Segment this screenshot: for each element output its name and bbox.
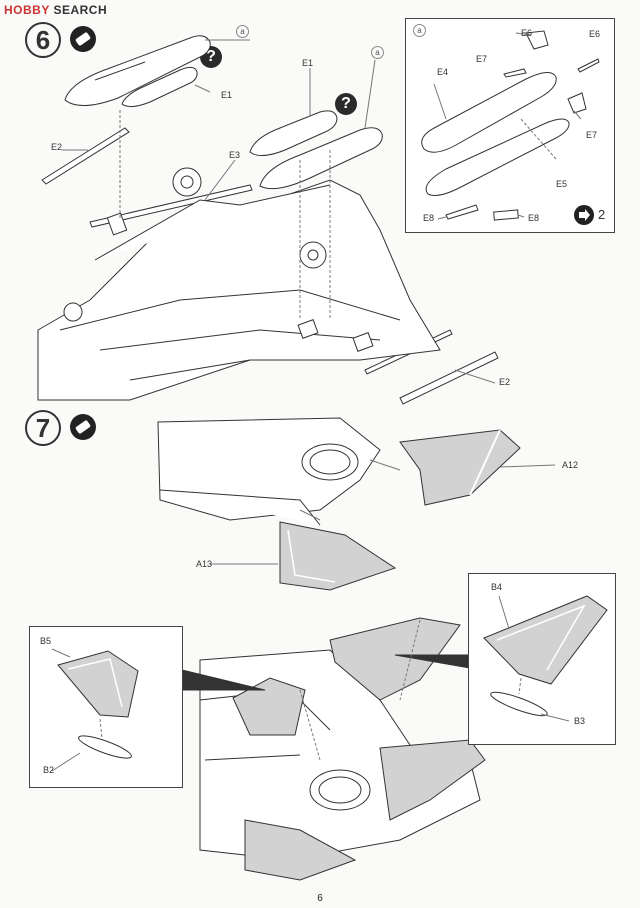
part-label-e6: E6 (589, 29, 601, 39)
part-label-e2: E2 (51, 142, 63, 152)
step-7-left-inset (29, 626, 183, 788)
make-two-icon (574, 205, 594, 225)
part-label-b2: B2 (43, 765, 55, 775)
question-icon: ? (335, 93, 357, 115)
part-label-e1: E1 (302, 58, 314, 68)
part-label-b3: B3 (574, 716, 586, 726)
part-label-b4: B4 (491, 582, 503, 592)
cement-tube-icon (70, 26, 96, 52)
part-label-e4: E4 (437, 67, 449, 77)
part-label-e7: E7 (586, 130, 598, 140)
part-label-e3: E3 (229, 150, 241, 160)
reference-a-marker: a (236, 25, 249, 38)
part-label-e5: E5 (556, 179, 568, 189)
reference-a-marker: a (371, 46, 384, 59)
part-label-e6: E6 (521, 28, 533, 38)
step-6-detail-inset (405, 18, 615, 233)
part-label-e8: E8 (423, 213, 435, 223)
part-label-b5: B5 (40, 636, 52, 646)
reference-a-marker: a (413, 24, 426, 37)
step-7-right-inset (468, 573, 616, 745)
part-label-e2: E2 (499, 377, 511, 387)
step-7-number: 7 (25, 410, 61, 446)
fin-b4-drawing (483, 595, 608, 722)
page-number: 6 (317, 893, 323, 904)
part-label-e1: E1 (221, 90, 233, 100)
part-label-e7: E7 (476, 54, 488, 64)
repeat-count: 2 (598, 207, 606, 222)
fin-b5-drawing (51, 648, 139, 772)
step-6-number: 6 (25, 22, 61, 58)
cement-tube-icon (70, 414, 96, 440)
part-label-a12: A12 (562, 460, 579, 470)
watermark-logo: HOBBY SEARCH (4, 3, 108, 17)
part-label-e8: E8 (528, 213, 540, 223)
part-label-a13: A13 (196, 559, 213, 569)
pylon-assembly-drawing (421, 30, 600, 221)
